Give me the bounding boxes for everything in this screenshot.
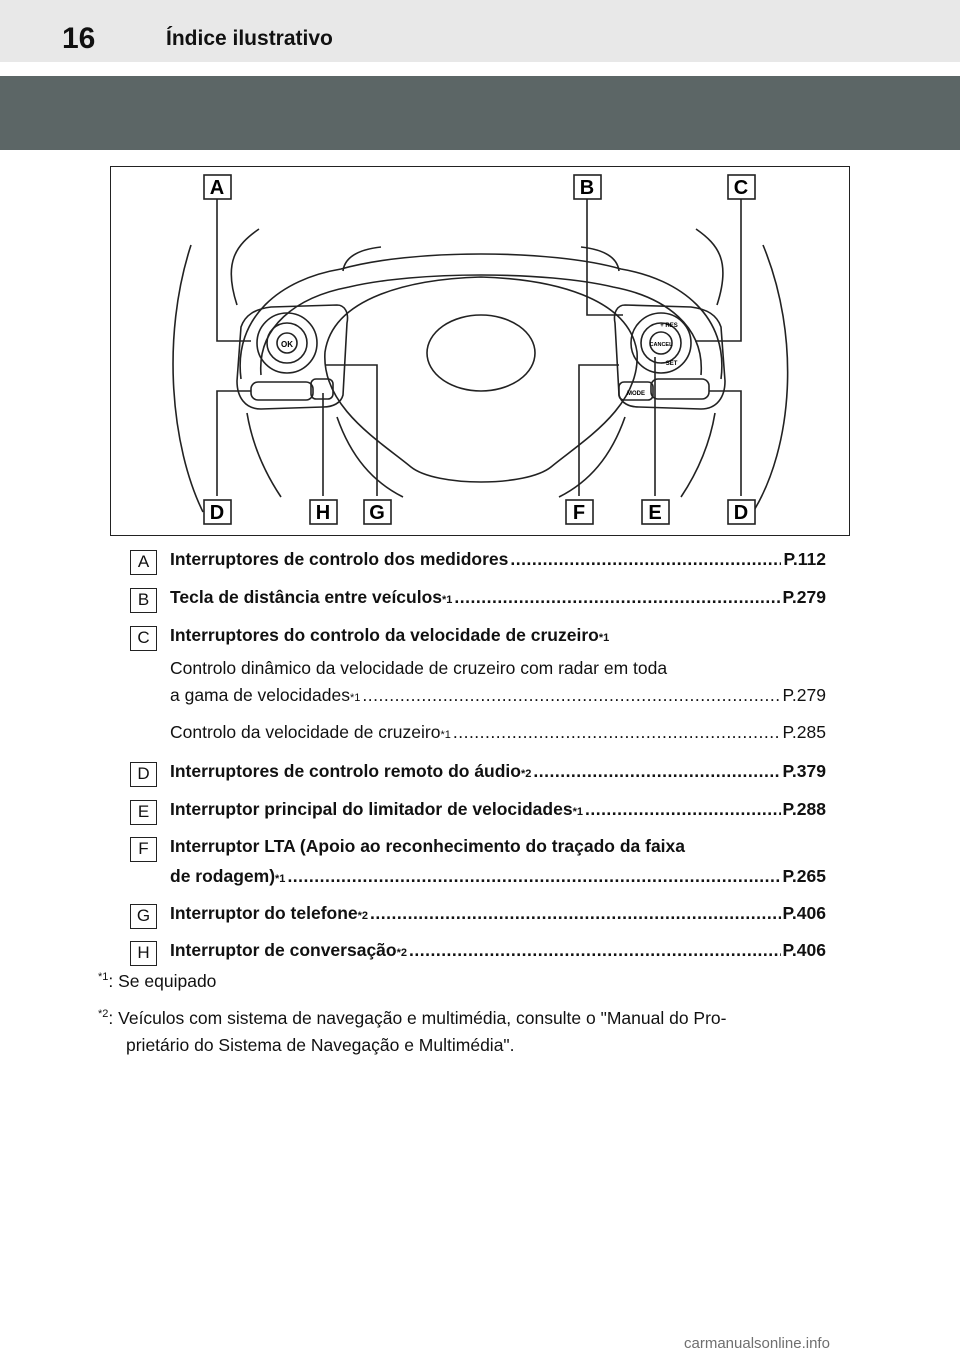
footnote-2-continuation: prietário do Sistema de Navegação e Mult…	[126, 1035, 515, 1055]
page-reference-link[interactable]: P.265	[782, 866, 826, 886]
callout-box-f	[565, 499, 594, 525]
mode-button-label: MODE	[627, 391, 645, 397]
entry-text: Interruptor do telefone	[170, 903, 358, 923]
entry-text: Interruptores do controlo da velocidade …	[170, 625, 599, 645]
entry-text: Interruptor de conversação	[170, 940, 397, 960]
leader-dots	[533, 761, 780, 782]
callout-e: E	[648, 502, 661, 524]
entry-subtext: Controlo dinâmico da velocidade de cruze…	[170, 658, 668, 678]
watermark: carmanualsonline.info	[684, 1335, 830, 1352]
entry-subtext: Controlo da velocidade de cruzeiro	[170, 722, 441, 742]
steering-wheel-figure: OK + RES CANCEL − SET MODE A B C D H G F…	[110, 166, 850, 536]
leader-dots	[409, 940, 781, 961]
entry-text: Interruptores de controlo dos medidores	[170, 549, 509, 569]
entry-line: Interruptores de controlo remoto do áudi…	[170, 761, 826, 782]
callout-g: G	[369, 502, 385, 524]
page-reference-link[interactable]: P.379	[782, 761, 826, 781]
page-reference-link[interactable]: P.279	[782, 685, 826, 705]
callout-box-h	[309, 499, 338, 525]
entry-text: de rodagem)	[170, 866, 276, 886]
callout-box-e	[641, 499, 670, 525]
leader-dots	[287, 866, 780, 887]
footnote-1: *1: Se equipado	[98, 971, 216, 992]
entry-line: Interruptores de controlo dos medidores …	[170, 549, 826, 570]
entry-text: Interruptor LTA (Apoio ao reconhecimento…	[170, 836, 686, 856]
callout-box-d-right	[727, 499, 756, 525]
callout-h: H	[316, 502, 330, 524]
callout-c: C	[734, 177, 748, 199]
entry-line: Interruptor de conversação*2 P.406	[170, 940, 826, 961]
ok-button-label: OK	[281, 340, 293, 349]
page-reference-link[interactable]: P.288	[782, 799, 826, 819]
res-button-label: + RES	[660, 323, 678, 329]
footnote-mark: *1	[98, 971, 109, 983]
entry-subline: Controlo dinâmico da velocidade de cruze…	[170, 658, 826, 679]
footnote-text: : Veículos com sistema de navegação e mu…	[108, 1008, 727, 1028]
footnote-2: *2: Veículos com sistema de navegação e …	[98, 1008, 726, 1029]
page-reference-link[interactable]: P.279	[782, 587, 826, 607]
entry-letter-badge: H	[130, 941, 157, 966]
page-reference-link[interactable]: P.285	[782, 722, 826, 742]
entry-text: Interruptor principal do limitador de ve…	[170, 799, 573, 819]
entry-text: Tecla de distância entre veículos	[170, 587, 443, 607]
callout-f: F	[573, 502, 585, 524]
entry-line: Interruptor do telefone*2 P.406	[170, 903, 826, 924]
entry-letter-badge: D	[130, 762, 157, 787]
callout-a: A	[210, 177, 224, 199]
section-banner	[0, 76, 960, 150]
entry-text: Interruptores de controlo remoto do áudi…	[170, 761, 521, 781]
leader-dots	[510, 549, 781, 570]
leader-dots	[454, 587, 780, 608]
entry-line: Tecla de distância entre veículos*1 P.27…	[170, 587, 826, 608]
page-number: 16	[62, 22, 96, 55]
callout-box-g	[363, 499, 392, 525]
callout-box-a	[203, 174, 232, 200]
header-band	[0, 0, 960, 62]
leader-dots	[585, 799, 781, 820]
entry-line: Interruptores do controlo da velocidade …	[170, 625, 610, 645]
entry-subline: a gama de velocidades*1 P.279	[170, 685, 826, 706]
steering-wheel-illustration: OK + RES CANCEL − SET MODE A B C D H G F…	[172, 174, 789, 525]
callout-d-left: D	[210, 502, 224, 524]
entry-subtext: a gama de velocidades	[170, 685, 350, 705]
entry-letter-badge: B	[130, 588, 157, 613]
page-reference-link[interactable]: P.406	[782, 940, 826, 960]
entry-letter-badge: F	[130, 837, 157, 862]
leader-dots	[362, 685, 780, 706]
callout-b: B	[580, 177, 594, 199]
set-button-label: − SET	[661, 361, 678, 367]
callout-box-d-left	[203, 499, 232, 525]
entry-letter-badge: G	[130, 904, 157, 929]
callout-box-b	[573, 174, 602, 200]
entry-line: Interruptor principal do limitador de ve…	[170, 799, 826, 820]
callout-box-c	[727, 174, 756, 200]
entry-letter-badge: C	[130, 626, 157, 651]
entry-letter-badge: A	[130, 550, 157, 575]
entry-letter-badge: E	[130, 800, 157, 825]
cancel-button-label: CANCEL	[650, 342, 674, 348]
entry-line: Interruptor LTA (Apoio ao reconhecimento…	[170, 836, 826, 857]
callout-d-right: D	[734, 502, 748, 524]
page-reference-link[interactable]: P.406	[782, 903, 826, 923]
footnote-mark: *2	[98, 1008, 109, 1020]
entry-subline: Controlo da velocidade de cruzeiro*1 P.2…	[170, 722, 826, 743]
page-reference-link[interactable]: P.112	[783, 549, 826, 569]
leader-dots	[453, 722, 781, 743]
entry-line: de rodagem)*1 P.265	[170, 866, 826, 887]
page-title: Índice ilustrativo	[166, 27, 333, 50]
leader-dots	[370, 903, 780, 924]
footnote-text: : Se equipado	[108, 971, 217, 991]
